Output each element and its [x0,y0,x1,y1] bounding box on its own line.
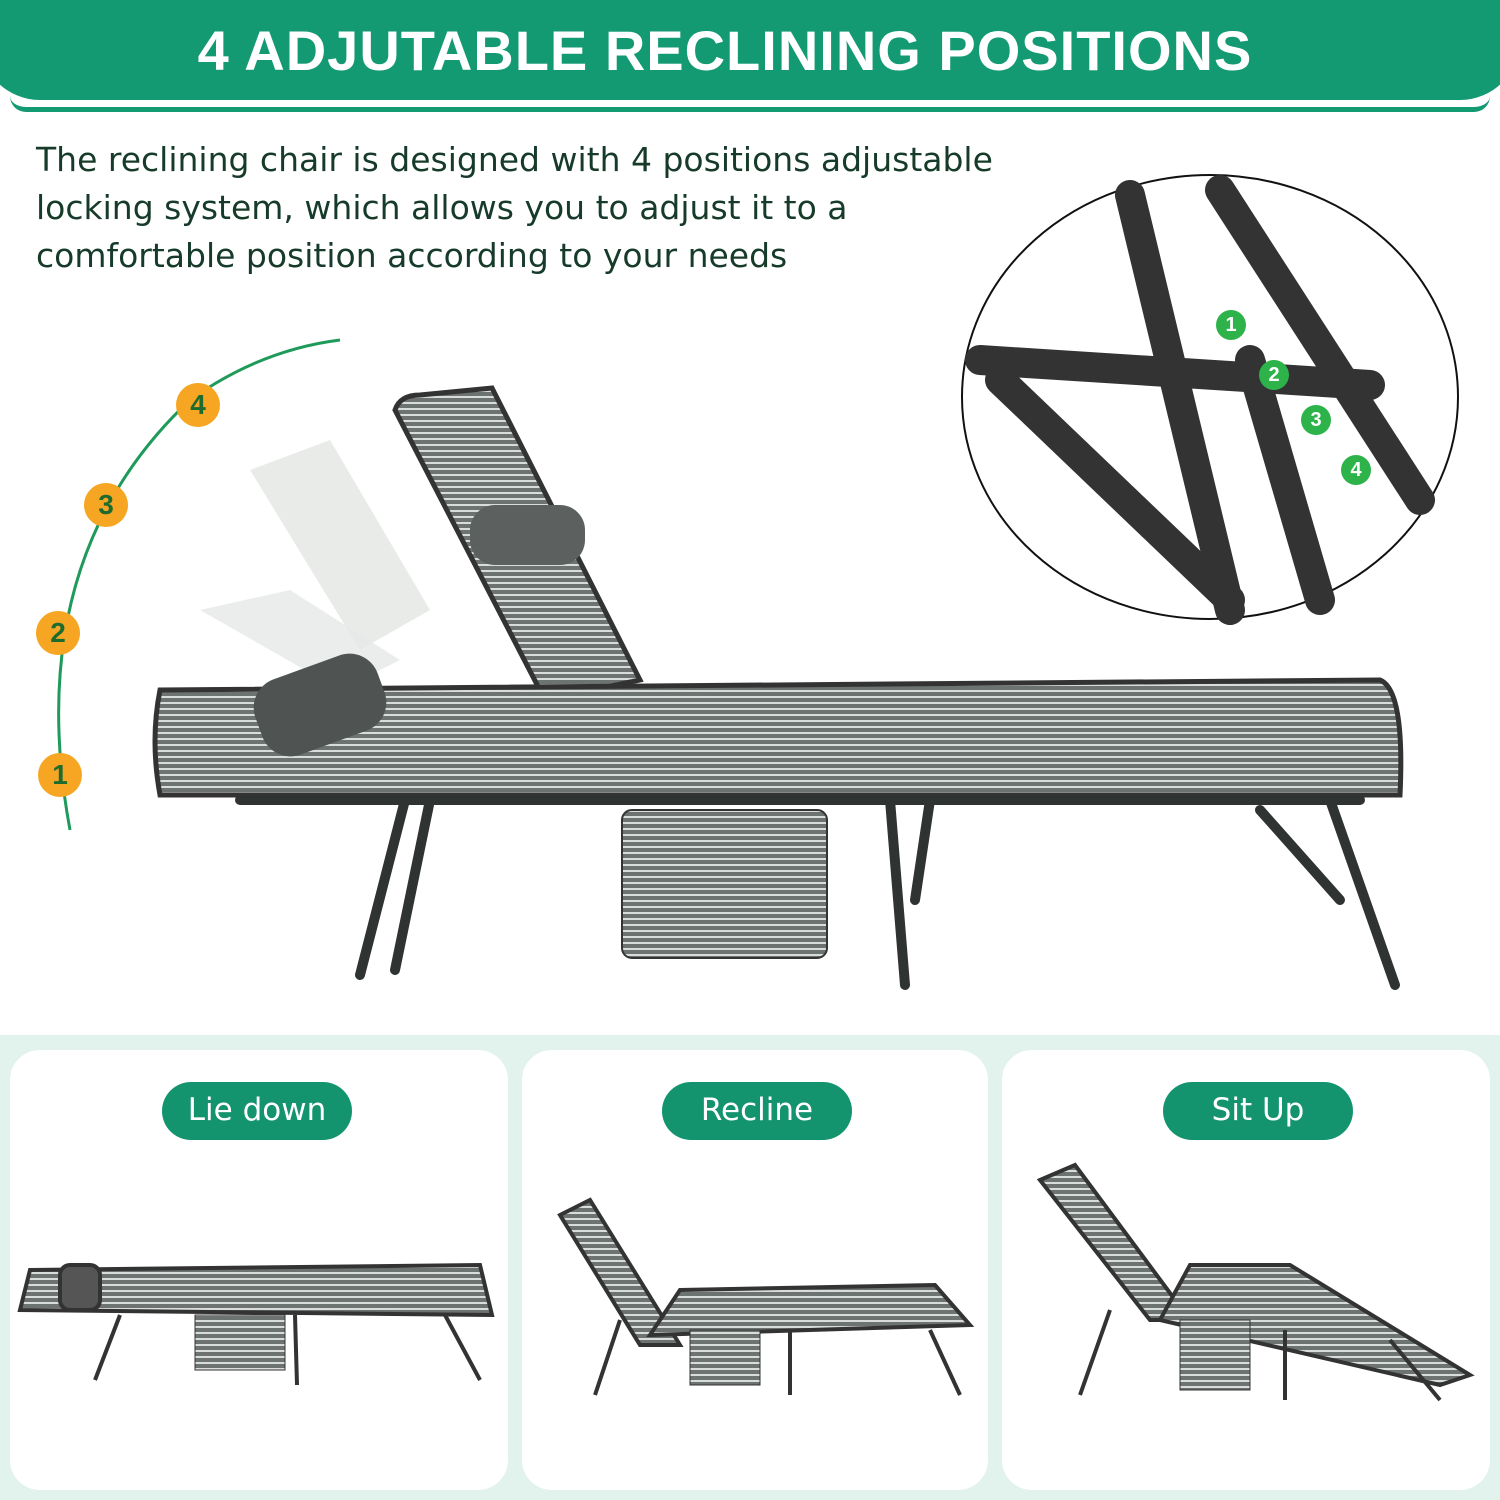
foot-pillow [253,653,387,757]
detail-marker-2: 2 [1259,360,1289,390]
side-pocket [621,809,828,959]
position-badge-4: 4 [176,383,220,427]
position-badge-3: 3 [84,483,128,527]
chair-legs [235,795,1400,990]
page-title: 4 ADJUTABLE RECLINING POSITIONS [197,19,1253,82]
mode-label-sit-up: Sit Up [1163,1082,1353,1140]
sit-up-chair [1036,1162,1475,1402]
position-arc [57,338,341,831]
position-badge-2: 2 [36,611,80,655]
detail-frame [965,175,1435,625]
mode-label-lie-down: Lie down [162,1082,352,1140]
position-badge-1: 1 [38,753,82,797]
mode-label-recline: Recline [662,1082,852,1140]
description-line: The reclining chair is designed with 4 p… [36,140,993,179]
description-line: locking system, which allows you to adju… [36,188,848,227]
chair-illustration [57,174,1459,990]
recline-chair [557,1197,975,1396]
description-line: comfortable position according to your n… [36,236,788,275]
lie-down-chair [17,1262,495,1386]
detail-zoom-circle [961,174,1459,620]
header-banner [0,0,1500,100]
detail-marker-3: 3 [1301,405,1331,435]
ghost-backrest-3 [250,440,430,650]
seat-fabric [152,677,1404,798]
pillow [470,505,585,565]
description: The reclining chair is designed with 4 p… [36,136,996,280]
header-underline [10,96,1490,112]
detail-marker-4: 4 [1341,455,1371,485]
detail-marker-1: 1 [1216,310,1246,340]
